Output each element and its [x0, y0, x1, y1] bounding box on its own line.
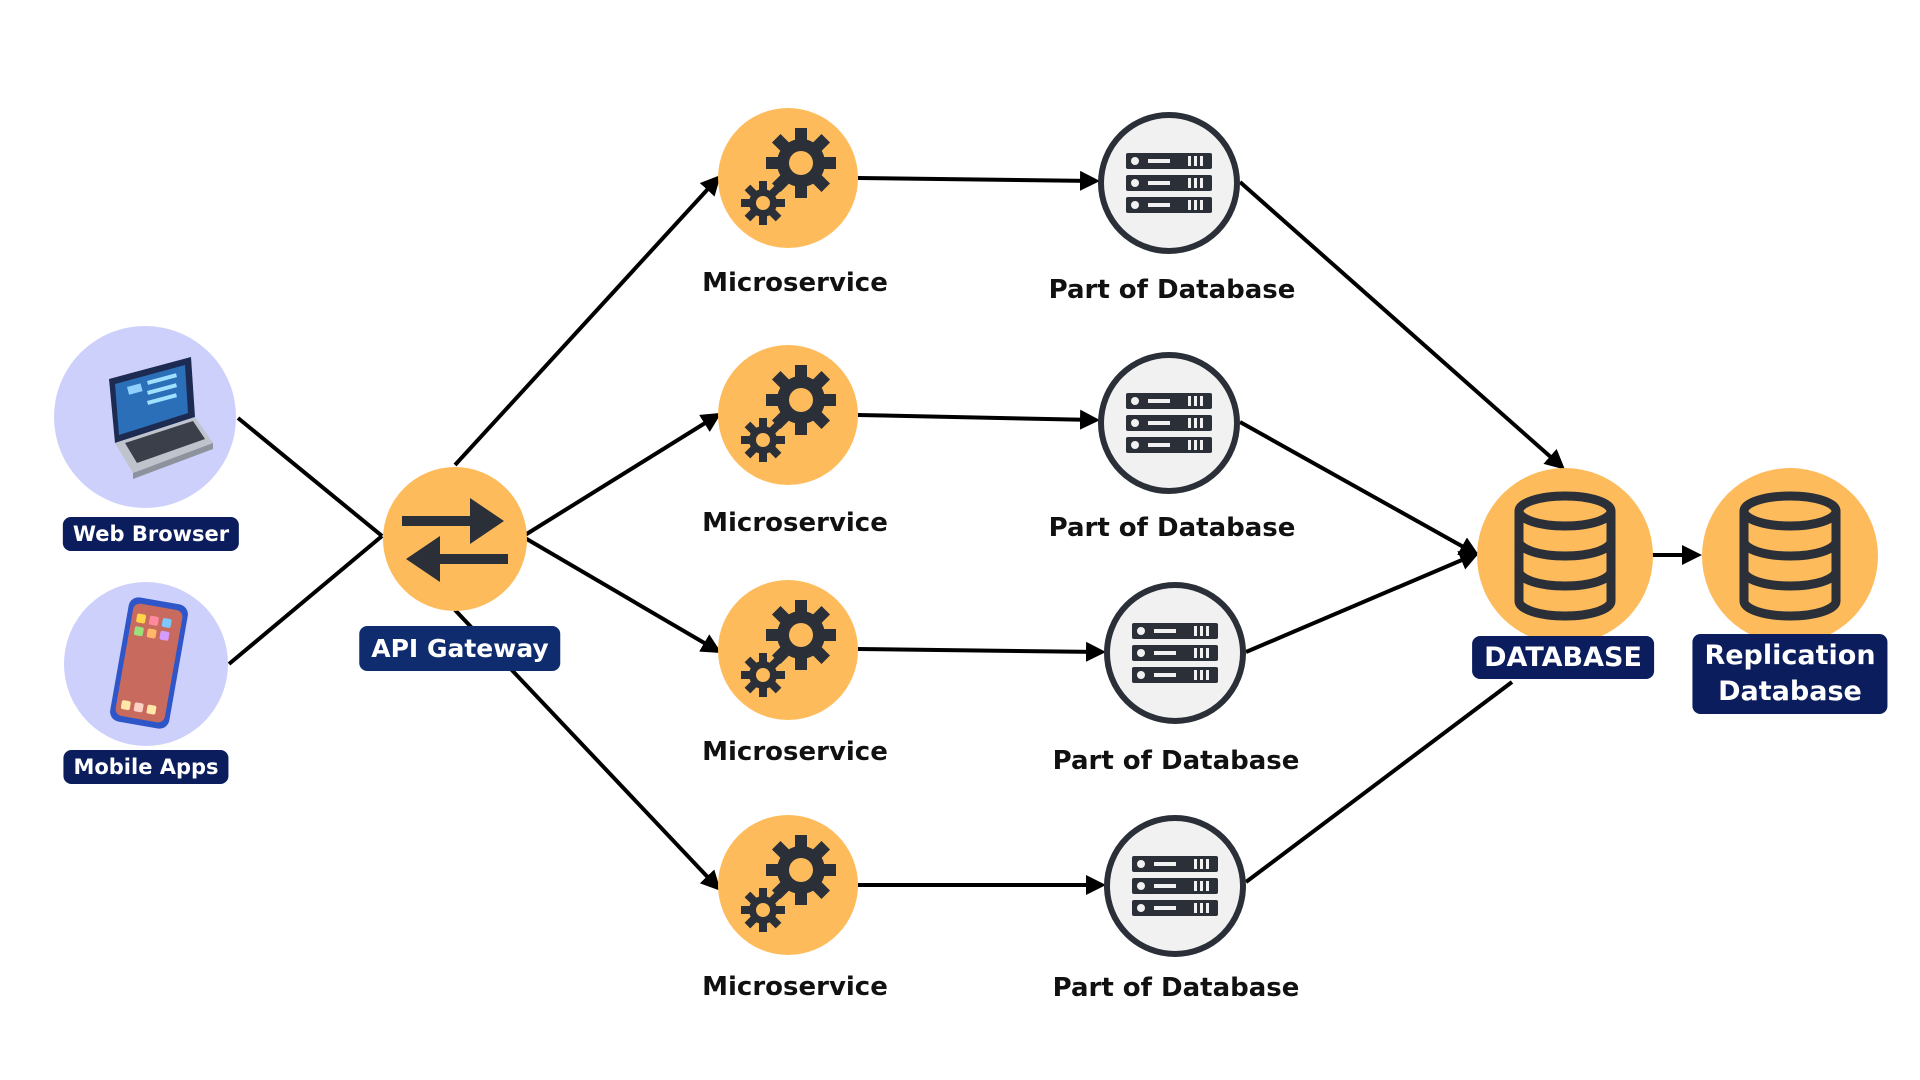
server-rack-icon: [1126, 393, 1212, 453]
edge-ms1-to-part1: [857, 170, 1100, 191]
replication-label-line1: Replication: [1704, 640, 1876, 671]
database-part-label-1: Part of Database: [1048, 275, 1296, 305]
gears-icon: [741, 600, 836, 697]
database-label: DATABASE: [1472, 636, 1654, 679]
database-part-node-3: [1104, 582, 1246, 724]
smartphone-icon: [110, 597, 188, 729]
server-rack-icon: [1132, 623, 1218, 683]
database-cylinder-icon: [1739, 491, 1841, 621]
replication-label-line2: Database: [1718, 676, 1862, 707]
database-part-node-1: [1098, 112, 1240, 254]
edge-part3-to-db: [1245, 551, 1480, 654]
server-rack-icon: [1126, 153, 1212, 213]
database-part-label-4: Part of Database: [1052, 973, 1300, 1003]
microservice-node-3: [718, 580, 858, 720]
api-gateway-node: [383, 467, 527, 611]
microservice-node-4: [718, 815, 858, 955]
gears-icon: [741, 365, 836, 462]
laptop-icon: [109, 357, 213, 479]
api-gateway-label: API Gateway: [359, 626, 561, 671]
database-cylinder-icon: [1514, 491, 1616, 621]
microservice-label-1: Microservice: [702, 268, 888, 298]
microservice-label-2: Microservice: [702, 508, 888, 538]
server-rack-icon: [1132, 856, 1218, 916]
microservice-label-3: Microservice: [702, 737, 888, 767]
edge-ms2-to-part2: [857, 409, 1100, 430]
database-part-label-2: Part of Database: [1048, 513, 1296, 543]
edge-gateway-to-ms2: [523, 412, 722, 537]
web-browser-node: [54, 326, 236, 508]
edge-web-to-gateway: [236, 416, 384, 538]
edge-gateway-to-ms3: [523, 536, 722, 654]
edge-part4-to-db: [1244, 680, 1514, 884]
replication-database-label: Replication Database: [1692, 634, 1888, 714]
database-node: [1477, 468, 1653, 644]
mobile-apps-node: [64, 582, 228, 746]
database-part-node-2: [1098, 352, 1240, 494]
web-browser-label: Web Browser: [62, 517, 240, 551]
microservice-node-2: [718, 345, 858, 485]
gears-icon: [741, 128, 836, 225]
edge-ms3-to-part3: [857, 641, 1106, 662]
microservice-label-4: Microservice: [702, 972, 888, 1002]
edge-part1-to-db: [1238, 180, 1565, 470]
replication-database-node: [1702, 468, 1878, 644]
gears-icon: [741, 835, 836, 932]
microservice-node-1: [718, 108, 858, 248]
swap-arrows-icon: [402, 498, 508, 582]
edge-part2-to-db: [1239, 420, 1480, 556]
database-part-label-3: Part of Database: [1052, 746, 1300, 776]
edge-gateway-to-ms1: [453, 175, 721, 467]
edge-mobile-to-gateway: [227, 534, 384, 666]
database-part-node-4: [1104, 815, 1246, 957]
mobile-apps-label: Mobile Apps: [63, 750, 229, 784]
